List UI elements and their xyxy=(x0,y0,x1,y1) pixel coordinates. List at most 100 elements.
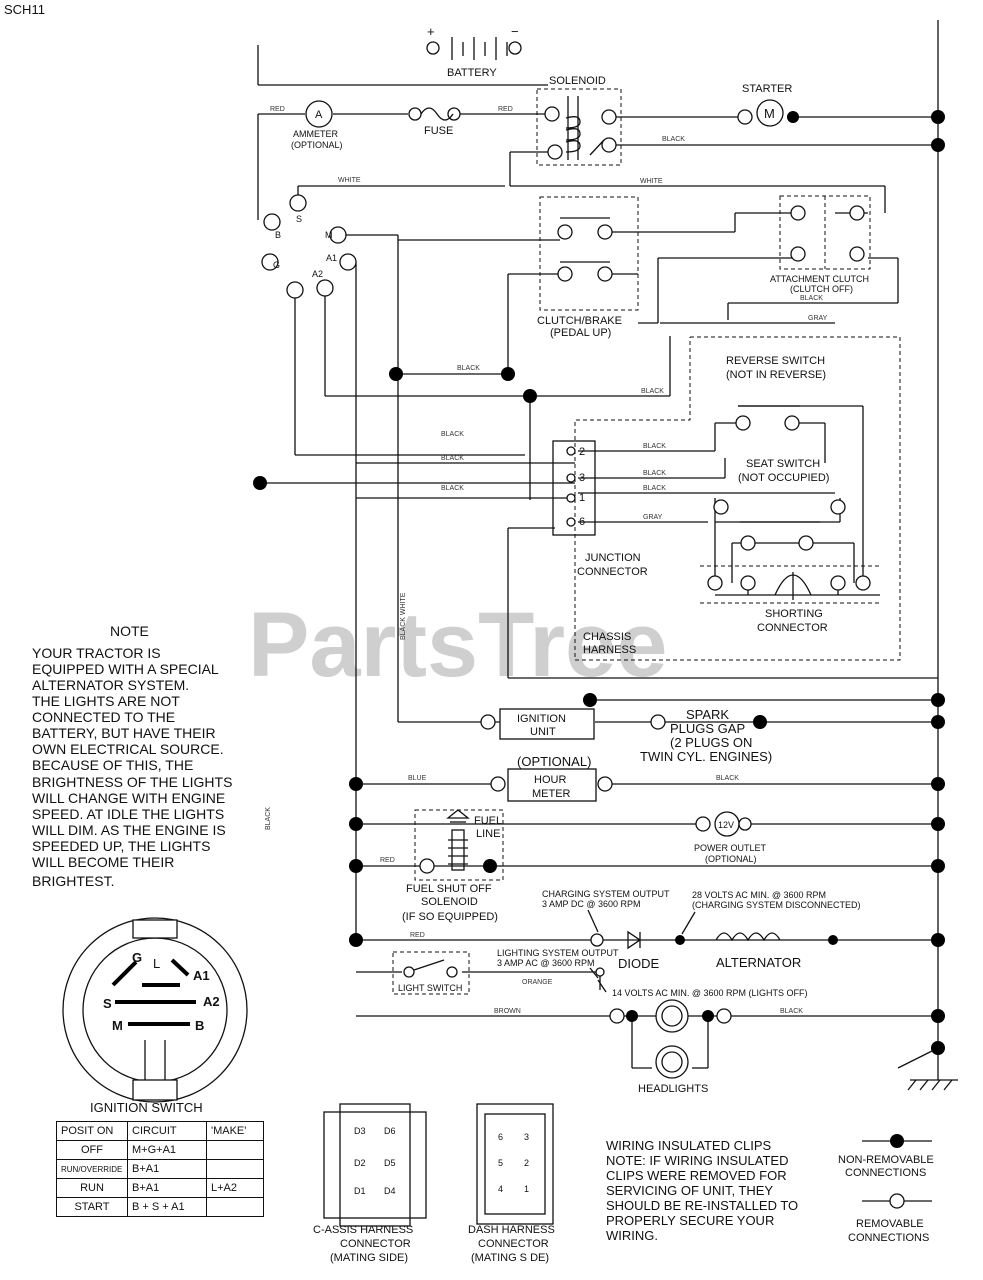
junction-pin-3: 3 xyxy=(579,472,585,484)
fuel-line-2: LINE xyxy=(476,828,500,840)
ign-face-l: L xyxy=(153,956,160,971)
clips-note-line: SERVICING OF UNIT, THEY xyxy=(606,1183,773,1198)
fuel-shutoff-label-3: (IF SO EQUIPPED) xyxy=(402,911,498,923)
headlights-label: HEADLIGHTS xyxy=(638,1083,708,1095)
starter: STARTER M xyxy=(737,83,799,127)
note-line: BRIGHTNESS OF THE LIGHTS xyxy=(32,774,232,790)
table-cell: OFF xyxy=(56,1140,128,1160)
reverse-switch-label: REVERSE SWITCH xyxy=(726,355,825,367)
non-removable-connection-dots xyxy=(253,110,945,1055)
table-row: RUN/OVERRIDE B+A1 xyxy=(56,1159,264,1179)
power-outlet-symbol: 12V xyxy=(718,820,734,830)
note-line: BECAUSE OF THIS, THE xyxy=(32,757,193,773)
junction-pin-6: 6 xyxy=(579,516,585,528)
ign-face-a1: A1 xyxy=(193,968,210,983)
junction-connector-label-1: JUNCTION xyxy=(585,552,641,564)
chassis-harness xyxy=(574,336,901,661)
ignition-unit-label-2: UNIT xyxy=(530,726,556,738)
wire-black-11: BLACK xyxy=(716,775,739,782)
clips-note-line: CLIPS WERE REMOVED FOR xyxy=(606,1168,787,1183)
wire-color-labels: RED RED BLACK WHITE WHITE BLACK GRAY BLA… xyxy=(265,106,828,1015)
wire-white-1: WHITE xyxy=(338,177,361,184)
table-cell xyxy=(206,1197,264,1217)
solenoid-label: SOLENOID xyxy=(549,75,606,87)
chassis-harness-label-2: HARNESS xyxy=(583,644,636,656)
shorting-connector-label-1: SHORTING xyxy=(765,608,823,620)
light-switch-label: LIGHT SWITCH xyxy=(398,983,462,993)
wire-blue: BLUE xyxy=(408,775,427,782)
lighting-label-1: LIGHTING SYSTEM OUTPUT xyxy=(497,948,619,958)
headlights: HEADLIGHTS xyxy=(609,999,732,1095)
spark-label-3: (2 PLUGS ON xyxy=(670,735,752,750)
alternator-note: NOTE YOUR TRACTOR IS EQUIPPED WITH A SPE… xyxy=(32,623,232,889)
table-header-cell: 'MAKE' xyxy=(206,1121,264,1141)
legend-removable-2: CONNECTIONS xyxy=(848,1232,929,1244)
reverse-switch-sub: (NOT IN REVERSE) xyxy=(726,369,826,381)
ign-m: M xyxy=(325,230,333,240)
seat-switch: SEAT SWITCH (NOT OCCUPIED) xyxy=(713,458,846,551)
wire-black-10: BLACK xyxy=(643,485,666,492)
dash-pin: 3 xyxy=(524,1132,529,1142)
fuel-line-1: FUEL xyxy=(474,815,502,827)
battery: + − BATTERY xyxy=(426,24,522,79)
wire-red-1: RED xyxy=(270,106,285,113)
table-row: RUN B+A1 L+A2 xyxy=(56,1178,264,1198)
note-line: YOUR TRACTOR IS xyxy=(32,645,161,661)
wire-black-7: BLACK xyxy=(441,455,464,462)
wire-black-1: BLACK xyxy=(662,136,685,143)
fuel-shutoff-label-1: FUEL SHUT OFF xyxy=(406,883,492,895)
ignition-unit-label-1: IGNITION xyxy=(517,713,566,725)
ignition-switch-table: POSIT ON CIRCUIT 'MAKE' OFF M+G+A1 RUN/O… xyxy=(56,1121,264,1217)
clips-note-line: WIRING. xyxy=(606,1228,658,1243)
hour-meter: (OPTIONAL) HOUR METER xyxy=(490,754,613,802)
wire-black-2: BLACK xyxy=(800,295,823,302)
note-line: CONNECTED TO THE xyxy=(32,709,175,725)
light-switch: LIGHT SWITCH xyxy=(392,951,470,995)
ign-face-g: G xyxy=(132,950,142,965)
wire-black-5: BLACK xyxy=(441,431,464,438)
dash-pin: 6 xyxy=(498,1132,503,1142)
table-cell xyxy=(206,1159,264,1179)
spark-label-4: TWIN CYL. ENGINES) xyxy=(640,749,772,764)
charging-label-1: CHARGING SYSTEM OUTPUT xyxy=(542,889,670,899)
fuel-shutoff-label-2: SOLENOID xyxy=(421,896,478,908)
volts28-label-2: (CHARGING SYSTEM DISCONNECTED) xyxy=(692,900,861,910)
table-cell xyxy=(206,1140,264,1160)
wire-black-13: BLACK xyxy=(780,1008,803,1015)
chassis-pin: D4 xyxy=(384,1186,396,1196)
table-row: OFF M+G+A1 xyxy=(56,1140,264,1160)
volts14-label: 14 VOLTS AC MIN. @ 3600 RPM (LIGHTS OFF) xyxy=(612,988,808,998)
hour-meter-opt: (OPTIONAL) xyxy=(517,754,591,769)
chassis-pin: D1 xyxy=(354,1186,366,1196)
dash-pin: 5 xyxy=(498,1158,503,1168)
wire-black-4: BLACK xyxy=(641,388,664,395)
spark-label-2: PLUGS GAP xyxy=(670,721,745,736)
seat-switch-label: SEAT SWITCH xyxy=(746,458,820,470)
wire-black-9: BLACK xyxy=(441,485,464,492)
wire-black-white: BLACK WHITE xyxy=(400,592,407,640)
clutch-brake-switch: CLUTCH/BRAKE (PEDAL UP) xyxy=(537,196,639,339)
fuse-label: FUSE xyxy=(424,125,453,137)
ignition-switch-diagram: G L A1 S A2 M B IGNITION SWITCH xyxy=(62,917,248,1115)
wire-black-6: BLACK xyxy=(643,443,666,450)
shorting-connector: SHORTING CONNECTOR CHASSIS HARNESS xyxy=(583,565,880,656)
solenoid: SOLENOID xyxy=(536,75,622,166)
clips-note-line: WIRING INSULATED CLIPS xyxy=(606,1138,772,1153)
starter-symbol: M xyxy=(764,106,775,121)
table-header-cell: POSIT ON xyxy=(56,1121,128,1141)
wire-red-3: RED xyxy=(380,857,395,864)
wire-gray-2: GRAY xyxy=(643,514,663,521)
table-cell: B+A1 xyxy=(127,1159,207,1179)
note-line: ALTERNATOR SYSTEM. xyxy=(32,677,189,693)
fuse: FUSE xyxy=(408,107,461,137)
table-cell: RUN xyxy=(56,1178,128,1198)
ammeter-label: AMMETER xyxy=(293,129,339,139)
junction-pin-1: 1 xyxy=(579,492,585,504)
watermark: PartsTree xyxy=(248,594,667,696)
chassis-pin: D5 xyxy=(384,1158,396,1168)
note-line: WILL BECOME THEIR xyxy=(32,854,174,870)
alternator-label: ALTERNATOR xyxy=(716,955,801,970)
table-header: POSIT ON CIRCUIT 'MAKE' xyxy=(56,1121,264,1141)
wire-red-2: RED xyxy=(498,106,513,113)
